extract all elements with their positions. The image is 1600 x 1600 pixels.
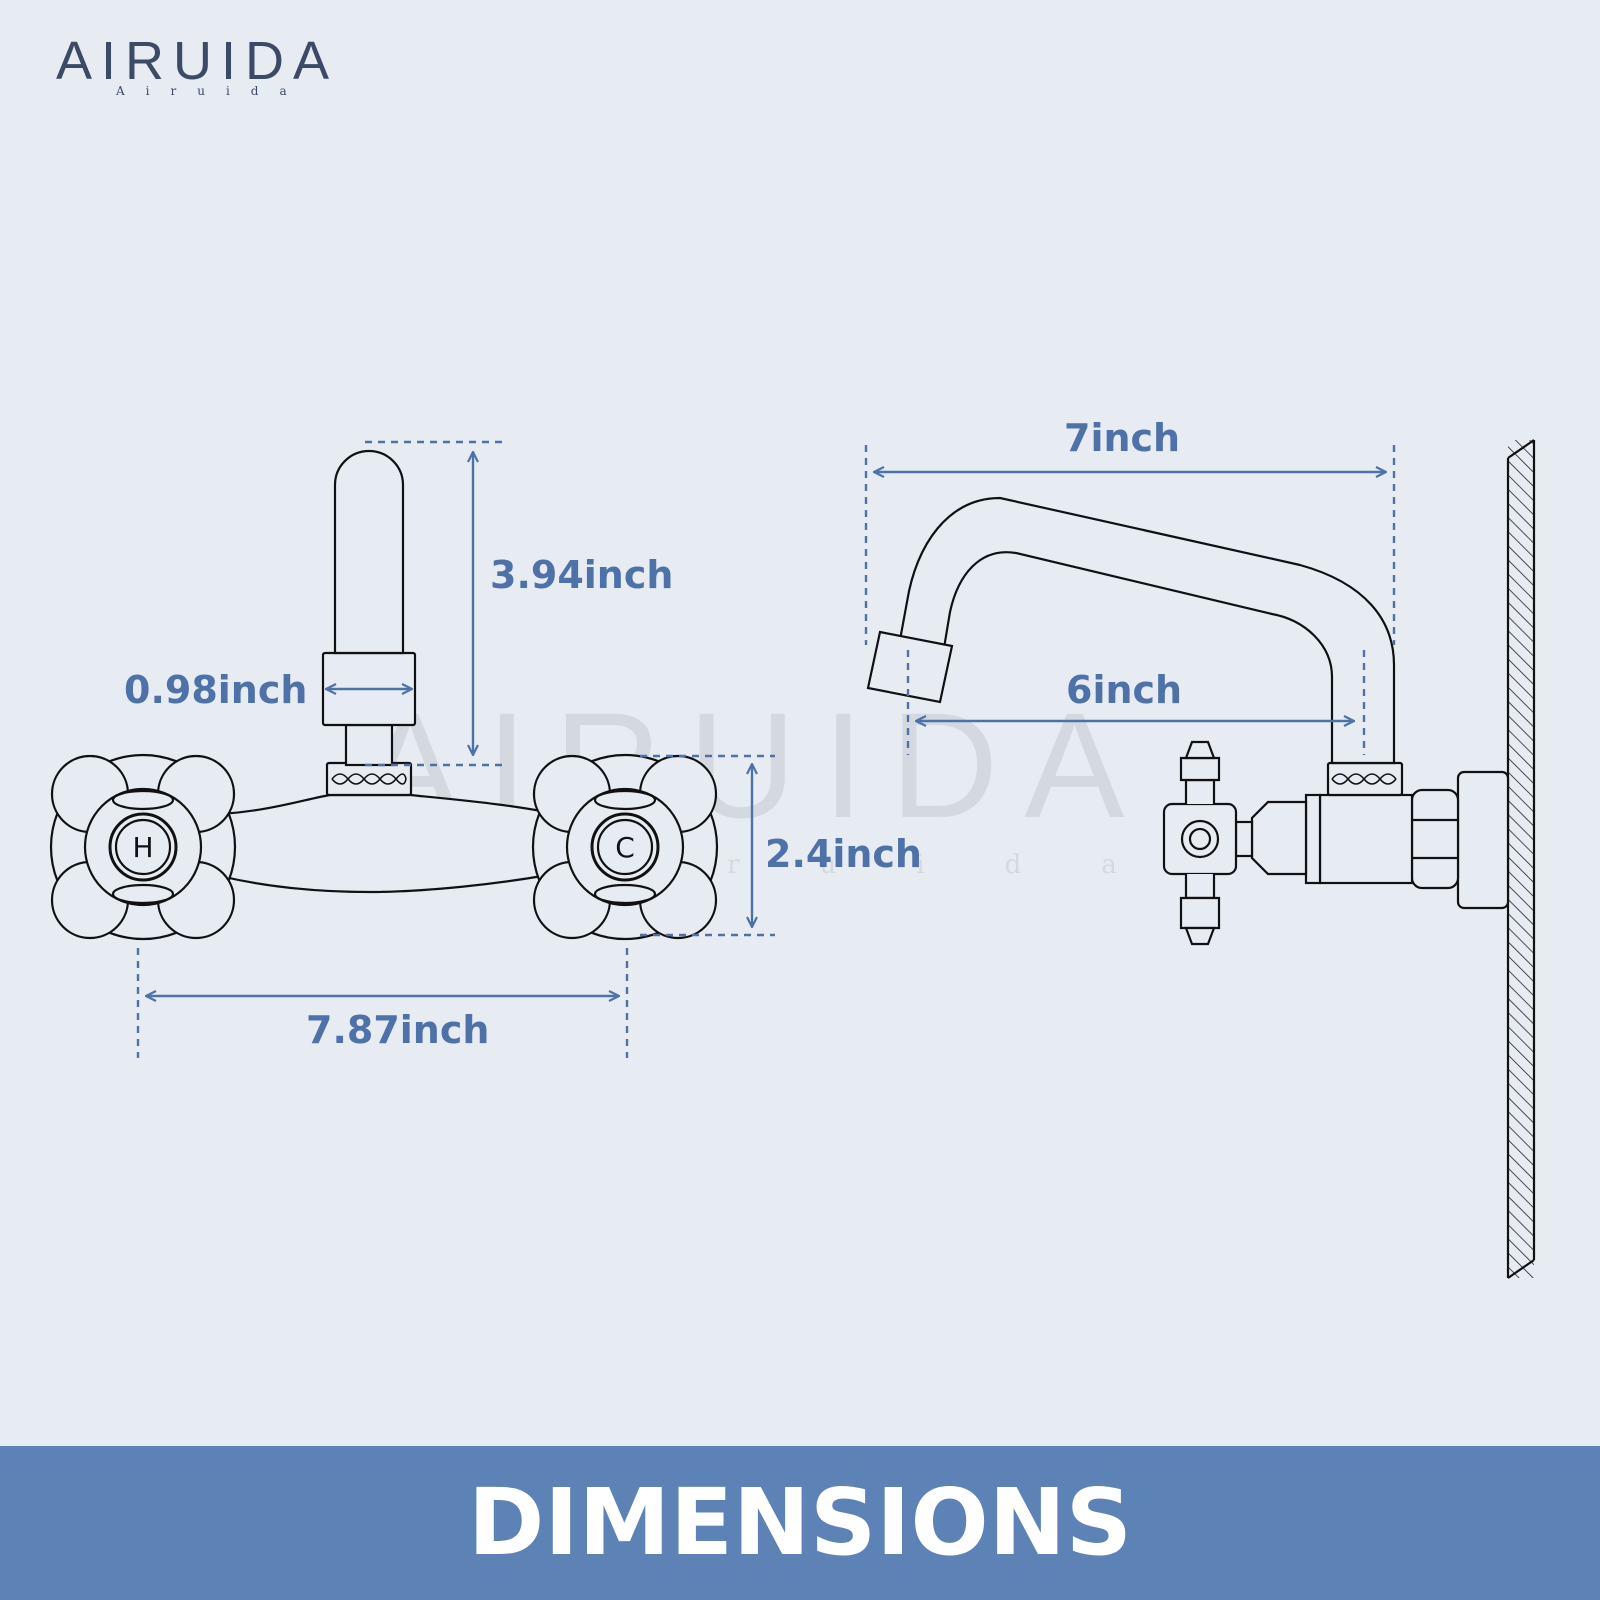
brand-tagline: Airuida xyxy=(116,84,308,98)
wall xyxy=(1508,440,1534,1278)
banner-title: DIMENSIONS xyxy=(468,1469,1132,1576)
swivel-spout xyxy=(898,496,1396,765)
brand-logo: AIRUIDA Airuida xyxy=(56,34,376,104)
handle-height-label: 2.4inch xyxy=(765,832,922,876)
spout-upper xyxy=(333,449,405,655)
faucet-body xyxy=(177,793,577,894)
side-dimension-lines xyxy=(864,445,1396,755)
reach-total-label: 7inch xyxy=(1064,416,1181,460)
spout-lower xyxy=(344,723,394,767)
handle-spacing-label: 7.87inch xyxy=(306,1008,490,1052)
aerator xyxy=(866,630,954,704)
cold-handle xyxy=(531,753,719,941)
hex-nut xyxy=(1410,788,1460,890)
side-view xyxy=(866,439,1536,1279)
brand-name: AIRUIDA xyxy=(56,31,339,91)
spout-height-label: 3.94inch xyxy=(490,553,674,597)
reach-inner-label: 6inch xyxy=(1066,668,1183,712)
spout-nut xyxy=(325,761,413,797)
wall-flange xyxy=(1456,770,1510,910)
title-banner: DIMENSIONS xyxy=(0,1446,1600,1600)
cold-label: C xyxy=(615,831,635,864)
hot-label: H xyxy=(132,831,153,864)
side-body xyxy=(1318,793,1414,885)
spout-diameter-label: 0.98inch xyxy=(124,668,308,712)
hot-handle xyxy=(49,753,237,941)
front-dimension-lines xyxy=(136,440,775,1058)
